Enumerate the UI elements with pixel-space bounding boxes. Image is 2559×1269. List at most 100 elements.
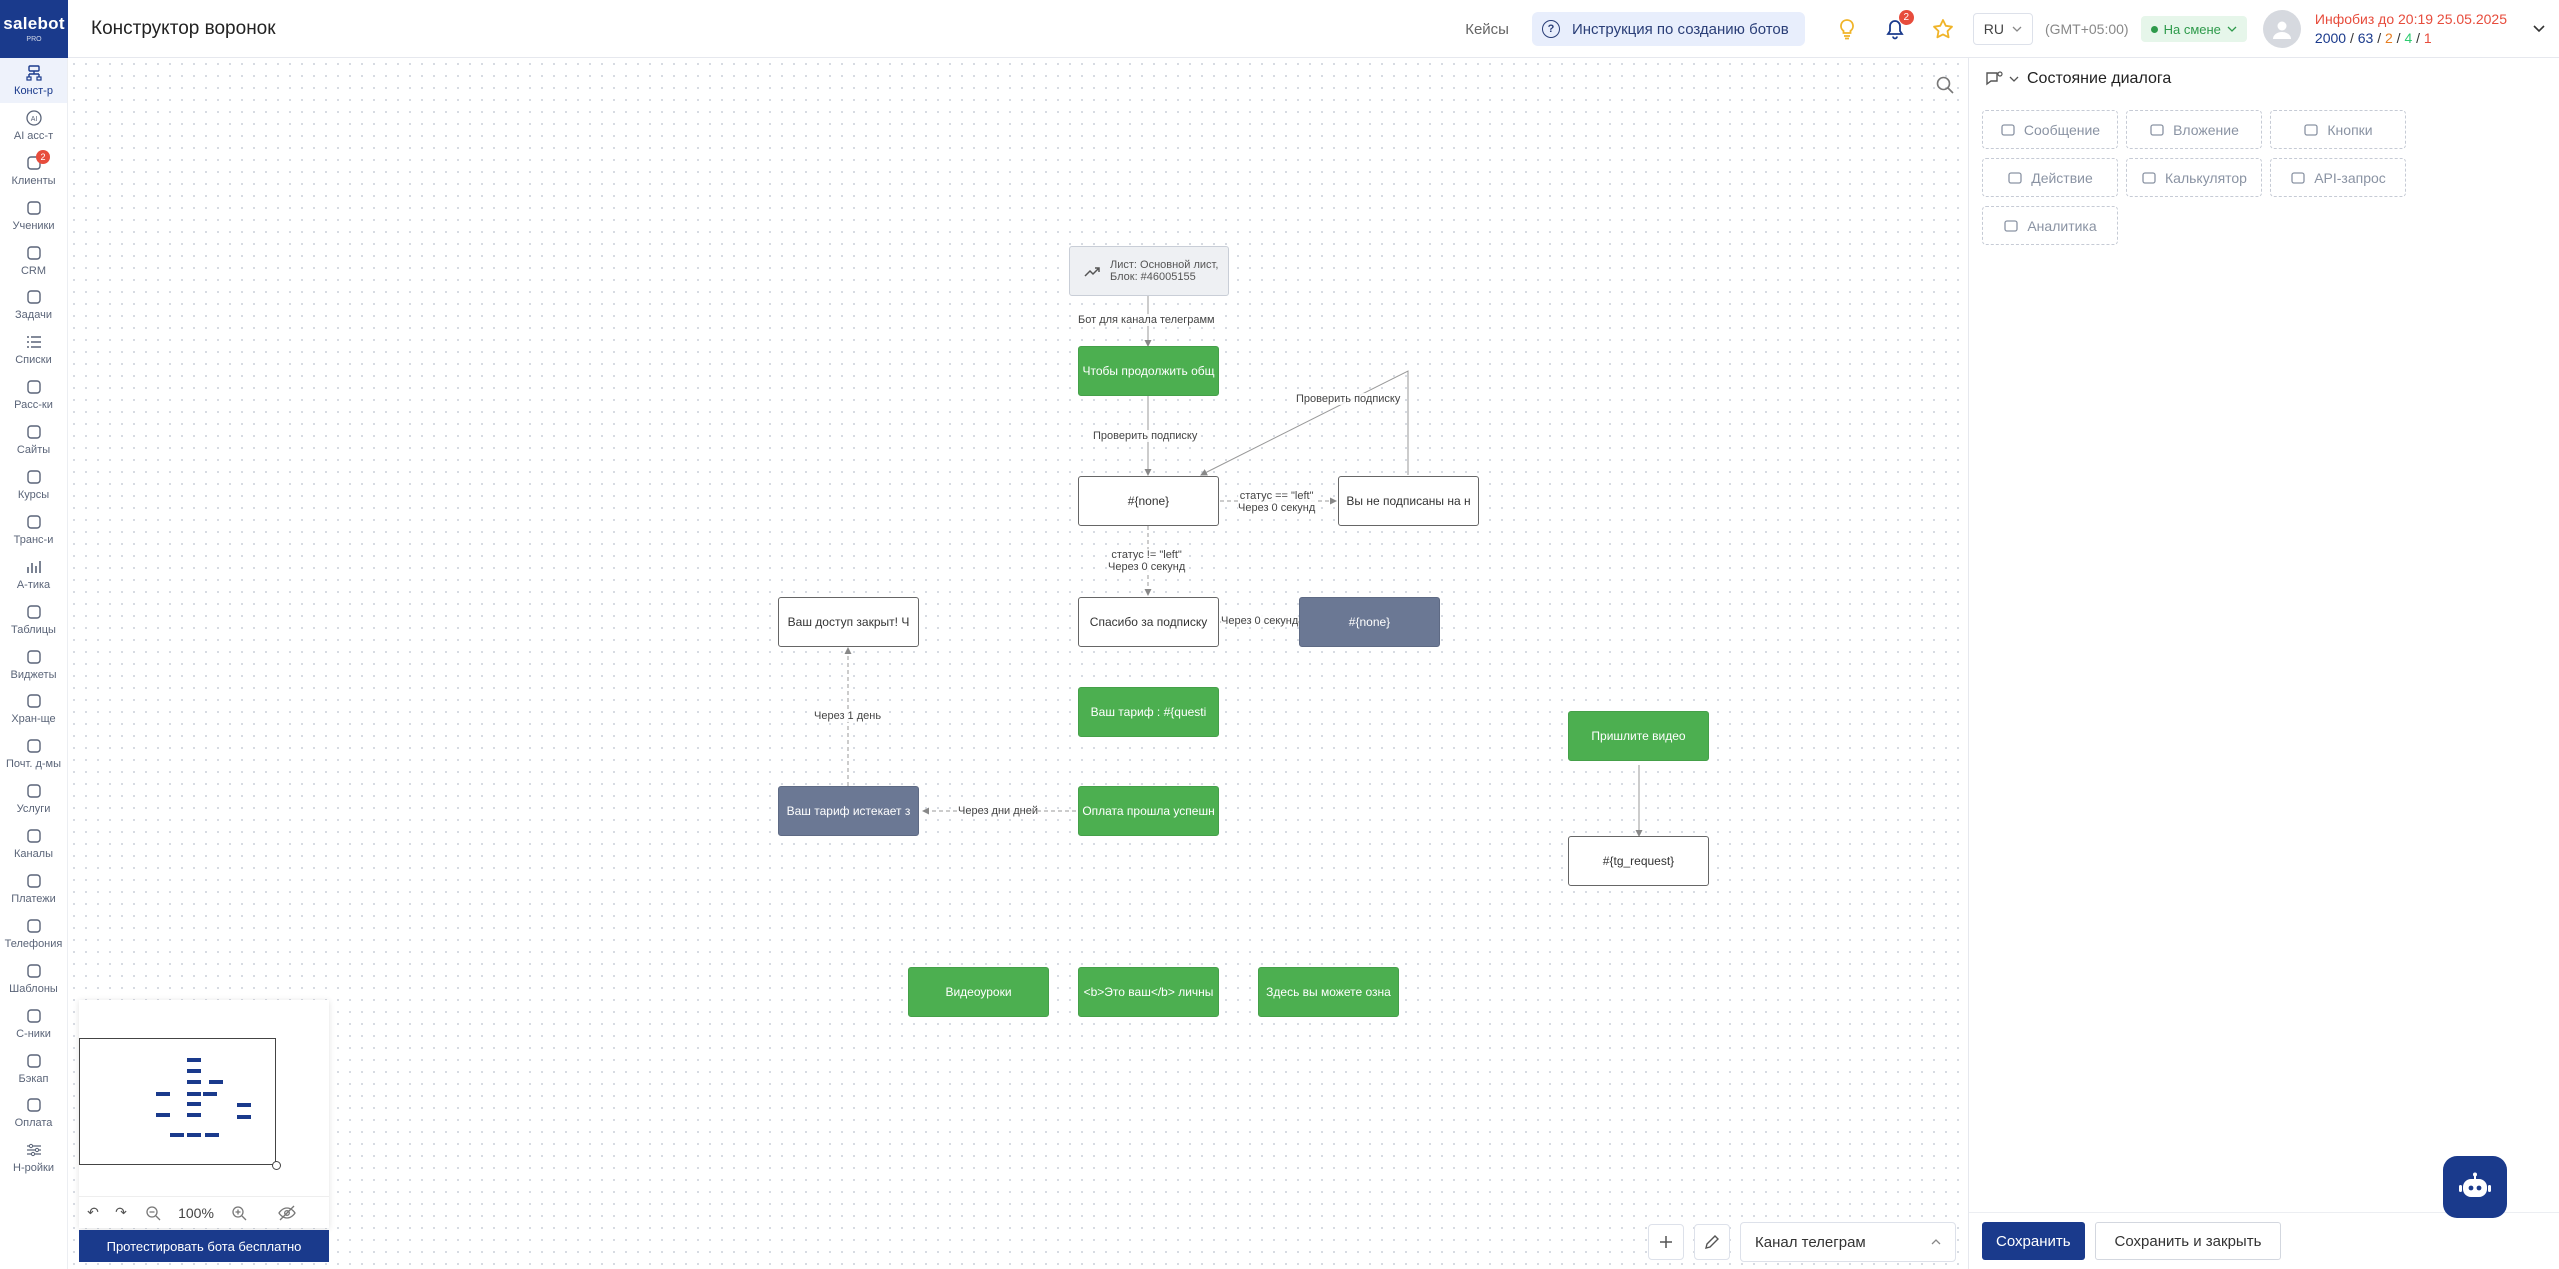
node-continue[interactable]: Чтобы продолжить общ	[1078, 346, 1219, 396]
sidebar-item-tasks[interactable]: Задачи	[0, 282, 67, 327]
block-label: Вложение	[2173, 121, 2239, 138]
sidebar-item-channels[interactable]: Каналы	[0, 821, 67, 866]
block-analytics-button[interactable]: Аналитика	[1982, 206, 2118, 245]
mailing-icon	[26, 380, 41, 394]
block-label: Калькулятор	[2165, 169, 2247, 186]
undo-icon[interactable]: ↶	[87, 1204, 99, 1220]
block-action-button[interactable]: Действие	[1982, 158, 2118, 197]
sidebar-item-telephony[interactable]: Телефония	[0, 911, 67, 956]
sidebar-item-broadcast[interactable]: Транс-и	[0, 507, 67, 552]
zoom-out-icon[interactable]	[135, 1205, 171, 1221]
sidebar-item-payments[interactable]: Платежи	[0, 866, 67, 911]
salebot-logo[interactable]: salebot PRO	[0, 0, 68, 58]
test-bot-button[interactable]: Протестировать бота бесплатно	[79, 1230, 329, 1262]
sidebar-item-tables[interactable]: Таблицы	[0, 597, 67, 642]
plan-info[interactable]: Инфобиз до 20:19 25.05.2025 2000 / 63 / …	[2315, 10, 2507, 48]
tables-icon	[26, 604, 41, 619]
edge-label-check-sub[interactable]: Проверить подписку	[1093, 430, 1198, 442]
dialog-state-header[interactable]: Состояние диалога	[1969, 58, 2559, 100]
edit-button[interactable]	[1694, 1224, 1730, 1260]
sidebar-item-lists[interactable]: Списки	[0, 327, 67, 372]
sidebar-item-storage[interactable]: Хран-ще	[0, 686, 67, 731]
sidebar-item-directories[interactable]: С-ники	[0, 1001, 67, 1046]
block-attachment-button[interactable]: Вложение	[2126, 110, 2262, 149]
sidebar-item-constructor[interactable]: Конст-р	[0, 58, 67, 103]
language-select[interactable]: RU	[1972, 13, 2033, 45]
sidebar-item-mail-domains[interactable]: Почт. д-мы	[0, 731, 67, 776]
node-here[interactable]: Здесь вы можете озна	[1258, 967, 1399, 1017]
minimap-viewport[interactable]	[79, 1038, 276, 1165]
students-icon	[26, 200, 41, 215]
block-api-button[interactable]: API-запрос	[2270, 158, 2406, 197]
widgets-icon	[26, 649, 41, 664]
sidebar-item-mailing[interactable]: Расс-ки	[0, 372, 67, 417]
node-access-closed[interactable]: Ваш доступ закрыт! Ч	[778, 597, 919, 647]
node-personal[interactable]: <b>Это ваш</b> личны	[1078, 967, 1219, 1017]
node-thanks[interactable]: Спасибо за подписку	[1078, 597, 1219, 647]
node-payment-success[interactable]: Оплата прошла успешн	[1078, 786, 1219, 836]
sidebar-item-crm[interactable]: CRM	[0, 238, 67, 283]
edge-label-days[interactable]: Через дни дней	[958, 805, 1038, 817]
save-button[interactable]: Сохранить	[1982, 1222, 2085, 1260]
tasks-icon	[26, 290, 41, 305]
sidebar-item-widgets[interactable]: Виджеты	[0, 642, 67, 687]
edge-label-bot-channel[interactable]: Бот для канала телеграмм	[1078, 314, 1215, 326]
minimap[interactable]: ↶ ↷ 100%	[79, 1000, 329, 1228]
node-not-subscribed[interactable]: Вы не подписаны на н	[1338, 476, 1479, 526]
minimap-resize-handle[interactable]	[272, 1161, 281, 1170]
redo-icon[interactable]: ↷	[115, 1204, 127, 1220]
node-tariff-expires[interactable]: Ваш тариф истекает з	[778, 786, 919, 836]
sidebar-item-templates[interactable]: Шаблоны	[0, 956, 67, 1001]
node-send-video[interactable]: Пришлите видео	[1568, 711, 1709, 761]
avatar[interactable]	[2262, 10, 2301, 48]
channel-select[interactable]: Канал телеграм	[1740, 1222, 1956, 1262]
block-message-button[interactable]: Сообщение	[1982, 110, 2118, 149]
node-block-reference[interactable]: Лист: Основной лист,Блок: #46005155	[1069, 246, 1229, 296]
sidebar-item-analytics[interactable]: А-тика	[0, 552, 67, 597]
shift-status-select[interactable]: На смене	[2140, 16, 2247, 42]
lists-icon	[26, 336, 41, 349]
edge-label-not-left[interactable]: статус != "left"Через 0 секунд	[1108, 549, 1186, 573]
node-tariff[interactable]: Ваш тариф : #{questi	[1078, 687, 1219, 737]
backup-icon	[26, 1053, 41, 1068]
lightbulb-icon[interactable]	[1835, 17, 1859, 41]
sidebar-item-courses[interactable]: Курсы	[0, 462, 67, 507]
hide-minimap-icon[interactable]	[257, 1205, 317, 1221]
sidebar-item-backup[interactable]: Бэкап	[0, 1046, 67, 1091]
cases-link[interactable]: Кейсы	[1465, 20, 1509, 38]
edge-label-zero-sec[interactable]: Через 0 секунд	[1221, 615, 1299, 627]
edge-label-check-sub-2[interactable]: Проверить подписку	[1296, 393, 1401, 405]
block-calculator-button[interactable]: Калькулятор	[2126, 158, 2262, 197]
sidebar-item-billing[interactable]: Оплата	[0, 1090, 67, 1135]
analytics-icon	[2004, 219, 2018, 232]
edge-label-left[interactable]: статус == "left"Через 0 секунд	[1238, 490, 1316, 514]
sidebar-item-students[interactable]: Ученики	[0, 193, 67, 238]
flow-canvas[interactable]: Лист: Основной лист,Блок: #46005155 Чтоб…	[68, 58, 1968, 1269]
zoom-in-icon[interactable]	[221, 1205, 257, 1221]
sidebar-item-services[interactable]: Услуги	[0, 776, 67, 821]
sidebar-item-settings[interactable]: Н-ройки	[0, 1135, 67, 1180]
buttons-icon	[2304, 123, 2319, 136]
assistant-bot-button[interactable]	[2443, 1156, 2507, 1218]
add-block-button[interactable]	[1648, 1224, 1684, 1260]
sidebar-item-label: Услуги	[16, 803, 51, 816]
sidebar-item-label: Конст-р	[14, 84, 53, 97]
instruction-button[interactable]: ? Инструкция по созданию ботов	[1531, 12, 1805, 46]
node-none-2[interactable]: #{none}	[1299, 597, 1440, 647]
star-icon[interactable]	[1931, 17, 1955, 41]
account-menu-toggle[interactable]	[2519, 25, 2559, 33]
canvas-search-button[interactable]	[1930, 70, 1960, 100]
edge-label-one-day[interactable]: Через 1 день	[814, 710, 882, 722]
node-videolessons[interactable]: Видеоуроки	[908, 967, 1049, 1017]
node-none-1[interactable]: #{none}	[1078, 476, 1219, 526]
sidebar-item-label: Оплата	[14, 1117, 53, 1130]
status-dot	[2150, 25, 2158, 33]
bell-icon[interactable]: 2	[1883, 10, 1914, 41]
block-buttons-button[interactable]: Кнопки	[2270, 110, 2406, 149]
billing-icon	[26, 1098, 41, 1113]
save-and-close-button[interactable]: Сохранить и закрыть	[2094, 1222, 2282, 1260]
node-tg-request[interactable]: #{tg_request}	[1568, 836, 1709, 886]
sidebar-item-sites[interactable]: Сайты	[0, 417, 67, 462]
